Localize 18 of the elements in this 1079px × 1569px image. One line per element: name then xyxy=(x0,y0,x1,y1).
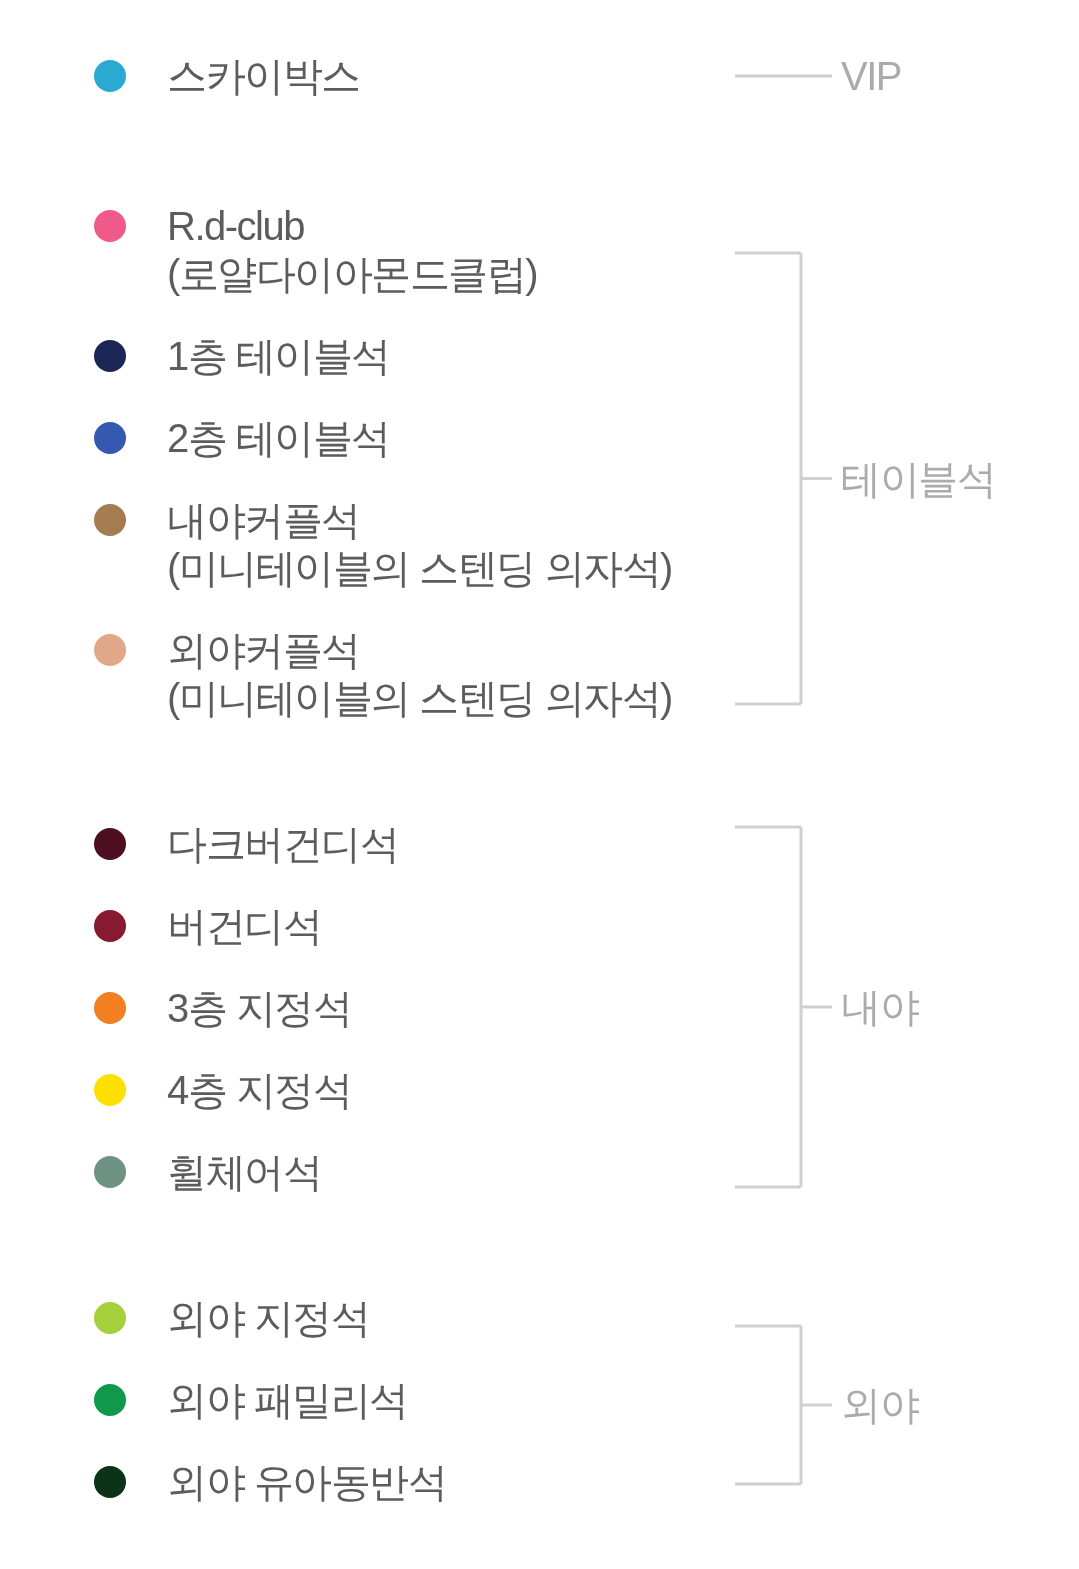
group-label: 테이블석 xyxy=(841,455,995,503)
legend-label: 스카이박스 xyxy=(167,53,360,100)
legend-label: 내야커플석 (미니테이블의 스텐딩 의자석) xyxy=(167,497,672,592)
legend-label: 외야 유아동반석 xyxy=(167,1459,447,1506)
legend-label: 1층 테이블석 xyxy=(167,333,390,380)
legend-label: 휠체어석 xyxy=(167,1149,321,1196)
group-label: VIP xyxy=(841,53,901,100)
group-label: 내야 xyxy=(841,984,918,1031)
legend-label: 3층 지정석 xyxy=(167,985,352,1032)
legend-label: 4층 지정석 xyxy=(167,1067,352,1114)
legend-label: 다크버건디석 xyxy=(167,821,398,868)
legend-label: 버건디석 xyxy=(167,903,321,950)
legend-label: 외야 지정석 xyxy=(167,1295,370,1342)
legend-label: R.d-club (로얄다이아몬드클럽) xyxy=(167,203,538,298)
legend-label: 2층 테이블석 xyxy=(167,415,390,462)
group-label: 외야 xyxy=(841,1382,918,1429)
legend-label: 외야 패밀리석 xyxy=(167,1377,408,1424)
legend-label: 외야커플석 (미니테이블의 스텐딩 의자석) xyxy=(167,627,672,722)
